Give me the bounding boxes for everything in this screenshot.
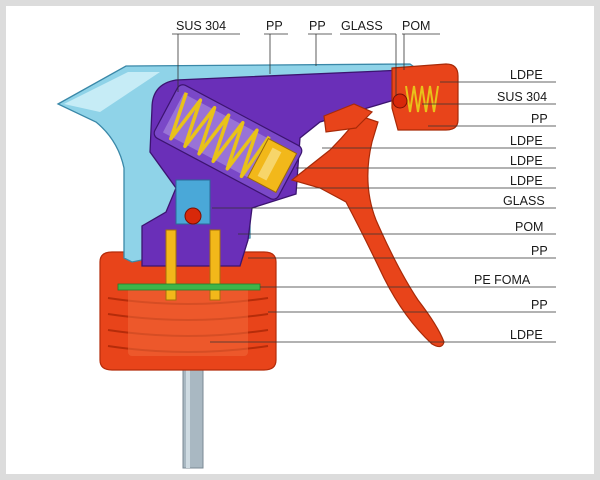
side-label-2: SUS 304 <box>497 90 547 104</box>
cap-cavity <box>128 286 248 356</box>
side-label-7: GLASS <box>503 194 545 208</box>
side-label-1: LDPE <box>510 68 543 82</box>
side-label-8: POM <box>515 220 543 234</box>
side-label-3: PP <box>531 112 548 126</box>
side-label-10: PE FOMA <box>474 273 531 287</box>
side-label-6: LDPE <box>510 174 543 188</box>
side-label-9: PP <box>531 244 548 258</box>
nozzle-spring <box>405 85 439 113</box>
check-ball-nozzle <box>392 93 408 109</box>
check-ball-lower <box>184 207 202 225</box>
top-label-sus304: SUS 304 <box>176 19 226 33</box>
gasket <box>117 283 261 291</box>
shroud-highlight <box>64 72 160 112</box>
nozzle <box>391 63 459 131</box>
trigger-arm <box>323 103 374 133</box>
side-leader-lines <box>210 81 556 343</box>
top-leader-lines <box>172 33 440 96</box>
top-label-pom: POM <box>402 19 430 33</box>
side-label-4: LDPE <box>510 134 543 148</box>
top-label-glass: GLASS <box>341 19 383 33</box>
side-labels: LDPE SUS 304 PP LDPE LDPE LDPE GLASS POM… <box>474 68 548 342</box>
inner-seal-right <box>209 229 221 301</box>
side-label-5: LDPE <box>510 154 543 168</box>
top-label-pp-1: PP <box>266 19 283 33</box>
pump-cylinder <box>153 84 303 200</box>
top-labels: SUS 304 PP PP GLASS POM <box>176 19 430 33</box>
side-label-12: LDPE <box>510 328 543 342</box>
inner-seal <box>165 229 177 301</box>
piston-spring <box>169 92 271 179</box>
top-label-pp-2: PP <box>309 19 326 33</box>
trigger <box>290 115 445 348</box>
side-label-11: PP <box>531 298 548 312</box>
